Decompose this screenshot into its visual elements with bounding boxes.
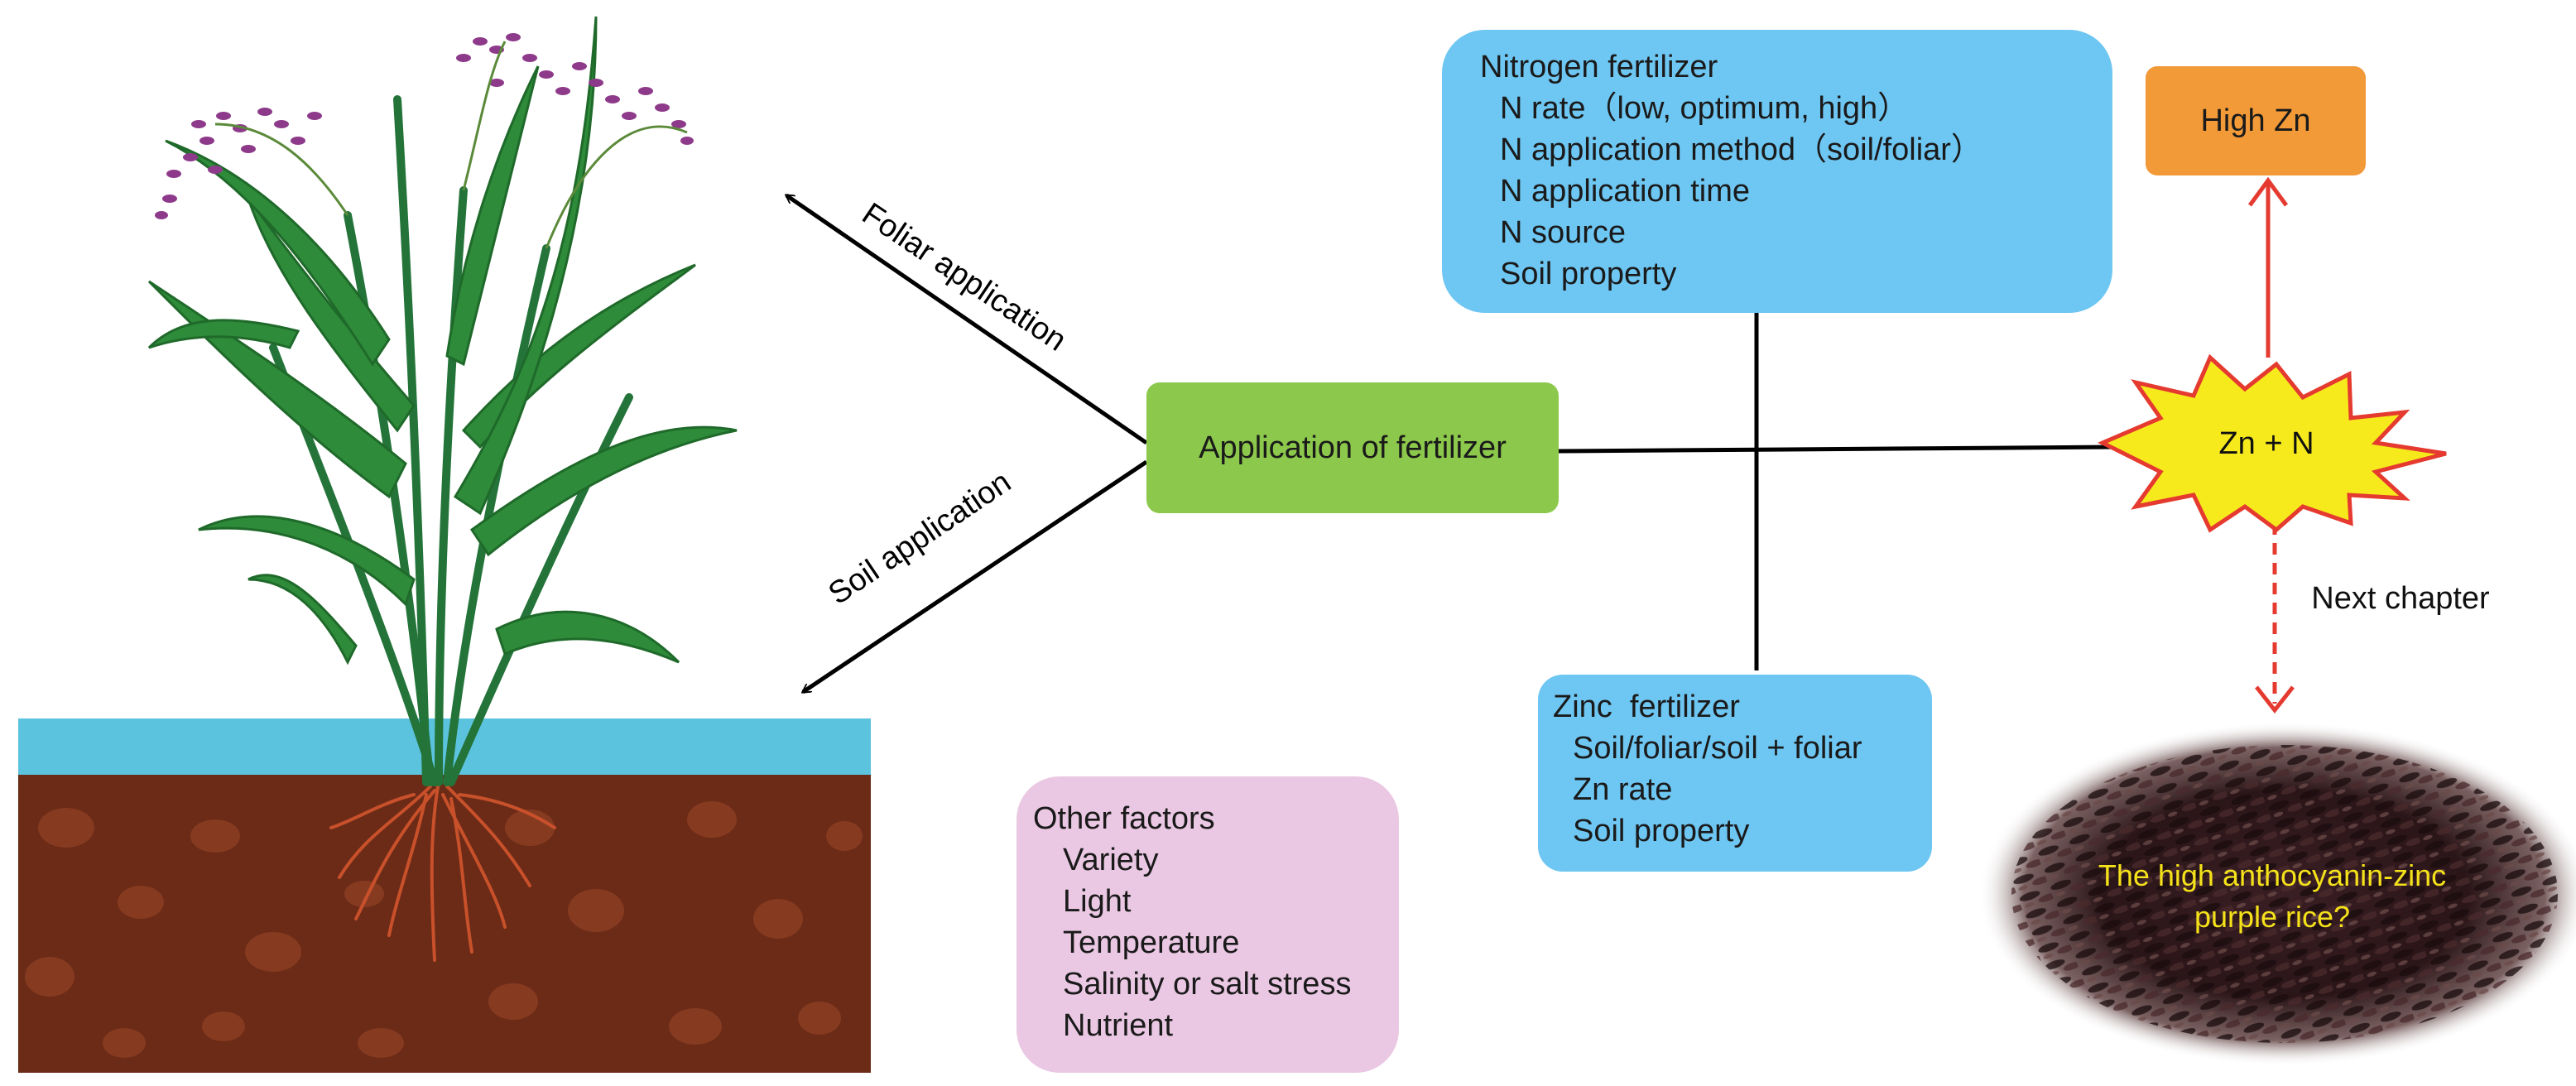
rice-grain-texture bbox=[2011, 745, 2558, 1043]
zinc-box-title: Zinc fertilizer bbox=[1553, 690, 1740, 724]
next-chapter-label: Next chapter bbox=[2311, 581, 2490, 616]
other-item: Salinity or salt stress bbox=[1063, 967, 1352, 1002]
high-zn-arrowhead bbox=[2247, 176, 2289, 207]
soil-arrow bbox=[803, 459, 1148, 694]
nitrogen-fertilizer-box: Nitrogen fertilizer N rate（low, optimum,… bbox=[1442, 30, 2112, 313]
nitrogen-item: N rate（low, optimum, high） bbox=[1500, 91, 1910, 126]
other-item: Variety bbox=[1063, 843, 1159, 877]
rice-caption-line1: The high anthocyanin-zinc bbox=[2098, 858, 2446, 892]
nitrogen-item: N source bbox=[1500, 215, 1627, 250]
next-chapter-arrowhead bbox=[2255, 685, 2295, 714]
zinc-item: Soil property bbox=[1573, 814, 1750, 848]
horizontal-connector bbox=[1558, 444, 2120, 454]
leaves bbox=[147, 16, 738, 666]
application-of-fertilizer-box: Application of fertilizer bbox=[1146, 382, 1559, 513]
other-factors-box: Other factors Variety Light Temperature … bbox=[1016, 776, 1399, 1073]
zinc-fertilizer-box: Zinc fertilizer Soil/foliar/soil + folia… bbox=[1538, 675, 1932, 872]
high-zn-box: High Zn bbox=[2146, 66, 2366, 175]
zn-n-burst bbox=[2098, 353, 2447, 533]
other-item: Nutrient bbox=[1063, 1008, 1174, 1043]
rice-caption-line2: purple rice? bbox=[2194, 900, 2350, 934]
other-box-title: Other factors bbox=[1033, 801, 1215, 836]
panicle-stems bbox=[214, 41, 688, 249]
nitrogen-item: N application time bbox=[1500, 174, 1751, 209]
zinc-item: Soil/foliar/soil + foliar bbox=[1573, 731, 1862, 766]
other-item: Temperature bbox=[1063, 925, 1240, 960]
foliar-arrow bbox=[786, 193, 1148, 445]
roots bbox=[329, 781, 556, 962]
nitrogen-item: N application method（soil/foliar） bbox=[1500, 132, 1982, 167]
high-zn-label: High Zn bbox=[2200, 103, 2311, 138]
soil-layer bbox=[18, 775, 871, 1073]
zinc-item: Zn rate bbox=[1573, 772, 1673, 807]
application-label: Application of fertilizer bbox=[1199, 430, 1507, 465]
soil-label: Soil application bbox=[823, 464, 1017, 612]
foliar-label: Foliar application bbox=[856, 196, 1073, 358]
burst-label: Zn + N bbox=[2218, 426, 2314, 461]
nitrogen-item: Soil property bbox=[1500, 257, 1677, 291]
soil-clods bbox=[25, 801, 863, 1058]
nitrogen-box-title: Nitrogen fertilizer bbox=[1480, 50, 1718, 84]
water-layer bbox=[18, 718, 871, 776]
other-item: Light bbox=[1063, 884, 1132, 919]
